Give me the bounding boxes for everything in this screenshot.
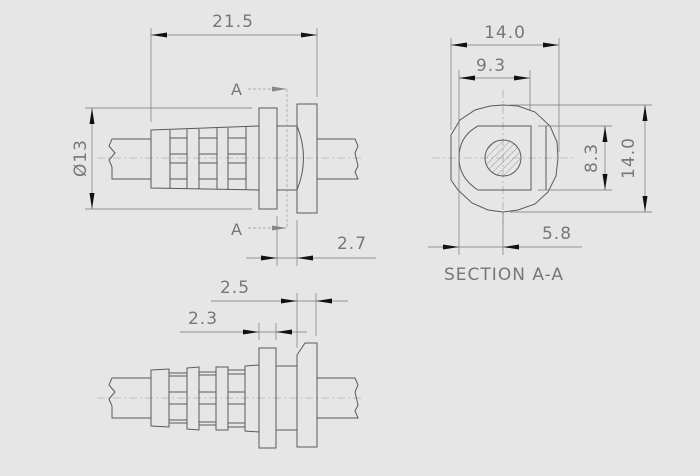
flange-2	[296, 342, 318, 448]
neck	[276, 365, 297, 431]
dimension-height: 14.0	[510, 104, 652, 213]
dim-text-2-5: 2.5	[220, 278, 250, 298]
flange-1	[258, 107, 278, 210]
dim-text-8-3: 8.3	[582, 143, 602, 173]
dimension-gap: 2.7	[246, 216, 376, 266]
dim-text-9-3: 9.3	[476, 56, 506, 76]
cable-right	[317, 138, 359, 180]
section-title: SECTION A-A	[444, 265, 564, 285]
cable-left	[108, 138, 151, 180]
dimension-flange-2: 2.5	[211, 278, 348, 348]
dimension-width: 14.0	[450, 23, 560, 152]
flange-2	[296, 103, 318, 214]
dimension-overall-length: 21.5	[150, 12, 318, 122]
dimension-diameter: Ø13	[71, 107, 252, 210]
dome	[296, 125, 304, 191]
dim-text-14-0-width: 14.0	[484, 23, 526, 43]
dim-text-14-0-height: 14.0	[619, 137, 639, 179]
dim-text-5-8: 5.8	[542, 224, 572, 244]
section-view: 14.0 9.3 8.3 14.0	[428, 23, 652, 285]
top-view: 21.5 Ø13 A A 2.7	[71, 12, 376, 266]
cable-left	[108, 377, 151, 419]
dim-text-21-5: 21.5	[212, 12, 254, 32]
ribbed-grip-body	[150, 364, 260, 433]
flange-1	[258, 347, 277, 449]
dimension-inner-width: 9.3	[458, 56, 531, 255]
outer-profile	[450, 104, 559, 213]
dim-text-2-7: 2.7	[337, 234, 367, 254]
dim-text-diameter: Ø13	[71, 139, 91, 177]
dimension-inner-height: 8.3	[538, 125, 612, 191]
section-marker-bottom: A	[231, 220, 243, 239]
section-cut-line: A A	[231, 80, 288, 239]
dimension-flange-1: 2.3	[180, 309, 307, 340]
cable-right	[317, 377, 359, 419]
dimension-offset: 5.8	[428, 212, 582, 255]
dim-text-2-3: 2.3	[188, 309, 218, 329]
tapered-grip-body	[150, 125, 260, 191]
side-view: 2.5 2.3	[97, 278, 362, 449]
section-marker-top: A	[231, 80, 243, 99]
